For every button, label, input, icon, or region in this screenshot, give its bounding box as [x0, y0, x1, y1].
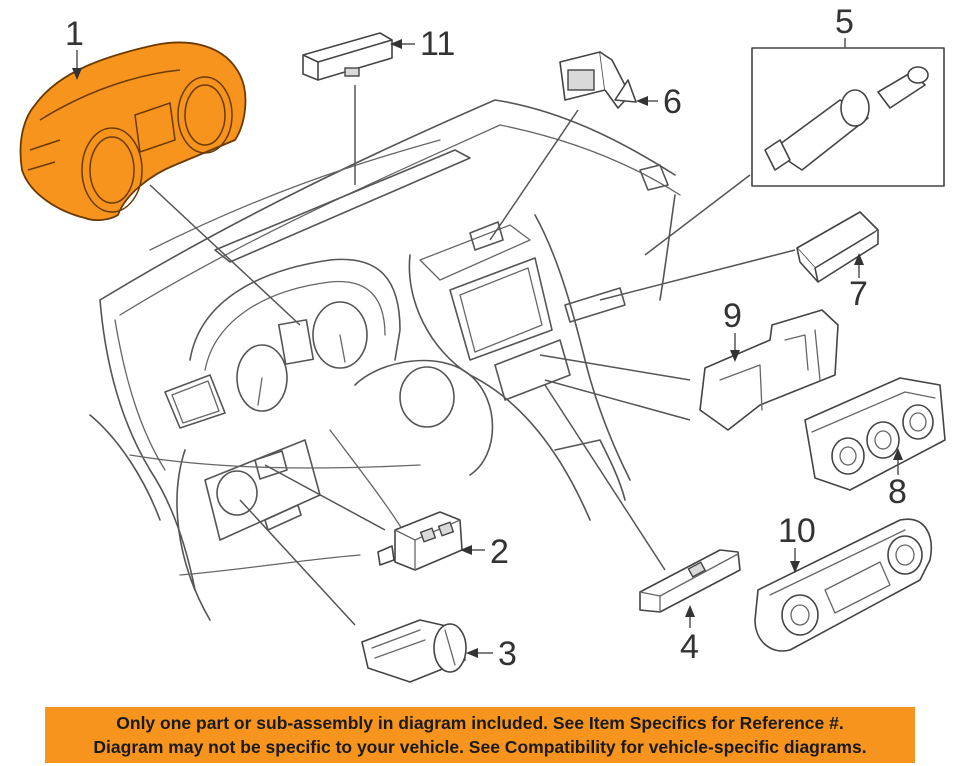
svg-text:4: 4	[680, 628, 699, 666]
notice-line-2: Diagram may not be specific to your vehi…	[93, 737, 867, 757]
callout-1: 1	[65, 15, 84, 80]
callout-6: 6	[636, 83, 682, 121]
callout-11: 11	[390, 25, 455, 63]
part-6-hazard-switch	[559, 51, 637, 109]
svg-text:3: 3	[498, 635, 517, 673]
svg-text:5: 5	[835, 3, 854, 41]
part-4-switch-strip	[639, 549, 741, 613]
svg-text:11: 11	[420, 25, 455, 63]
part-1-instrument-cluster	[19, 41, 247, 222]
svg-text:9: 9	[723, 297, 742, 335]
part-9-bracket	[699, 309, 839, 431]
callout-8: 8	[888, 448, 907, 511]
part-2-switch-module	[377, 511, 463, 571]
part-7-switch-block	[796, 211, 879, 283]
part-8-climate-panel	[804, 377, 946, 491]
callout-10: 10	[778, 512, 816, 573]
svg-text:7: 7	[849, 275, 868, 313]
callout-2: 2	[460, 533, 509, 571]
notice-banner: Only one part or sub-assembly in diagram…	[45, 707, 915, 763]
callout-7: 7	[849, 253, 868, 313]
svg-text:6: 6	[663, 83, 682, 121]
svg-text:2: 2	[490, 533, 509, 571]
notice-line-1: Only one part or sub-assembly in diagram…	[116, 713, 844, 733]
callout-4: 4	[680, 605, 699, 666]
dashboard-outline	[89, 99, 681, 621]
part-5-ignition-lock	[751, 47, 945, 187]
callout-5: 5	[835, 3, 854, 48]
leader-lines	[149, 85, 796, 626]
part-10-climate-panel	[754, 518, 932, 652]
callout-3: 3	[466, 635, 517, 673]
svg-text:1: 1	[65, 15, 84, 53]
part-11-sensor	[302, 32, 393, 81]
part-3-headlight-switch	[361, 619, 467, 683]
svg-text:8: 8	[888, 473, 907, 511]
callout-9: 9	[723, 297, 742, 362]
svg-text:10: 10	[778, 512, 816, 550]
